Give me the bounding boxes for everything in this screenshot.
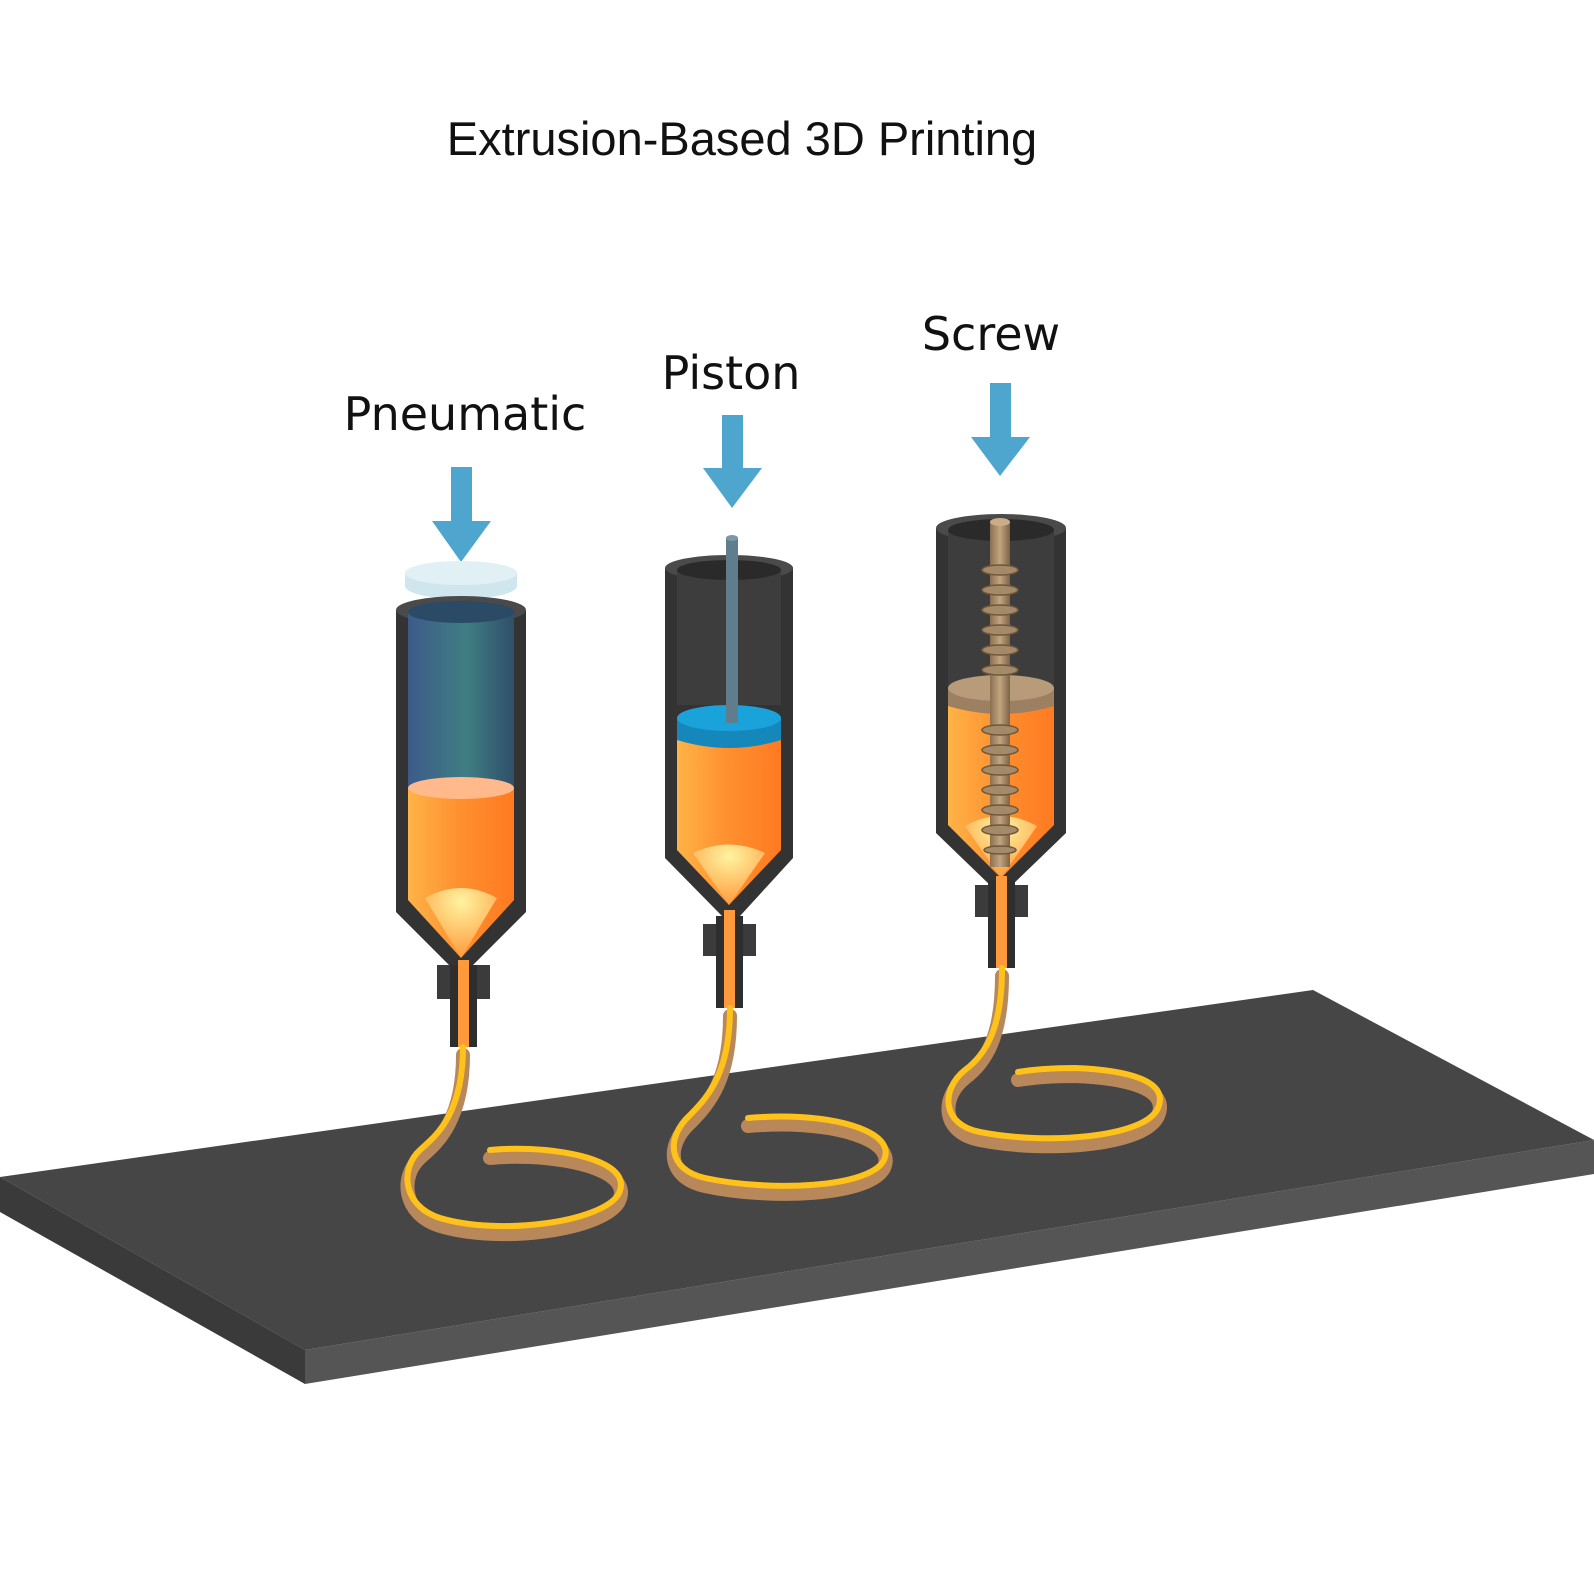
piston-label: Piston bbox=[662, 346, 801, 400]
screw-extruder: Screw bbox=[922, 307, 1066, 968]
print-platform bbox=[0, 990, 1594, 1384]
pneumatic-pressure-arrow bbox=[432, 467, 491, 562]
printed-layers bbox=[400, 965, 1167, 1242]
diagram-title: Extrusion-Based 3D Printing bbox=[447, 112, 1037, 165]
piston-extruder: Piston bbox=[662, 346, 801, 1008]
screw-label: Screw bbox=[922, 307, 1060, 361]
pneumatic-label: Pneumatic bbox=[344, 387, 587, 441]
piston-pressure-arrow bbox=[703, 415, 762, 508]
screw-pressure-arrow bbox=[971, 383, 1030, 476]
screw-threads bbox=[981, 564, 1019, 855]
pneumatic-extruder: Pneumatic bbox=[344, 387, 587, 1047]
